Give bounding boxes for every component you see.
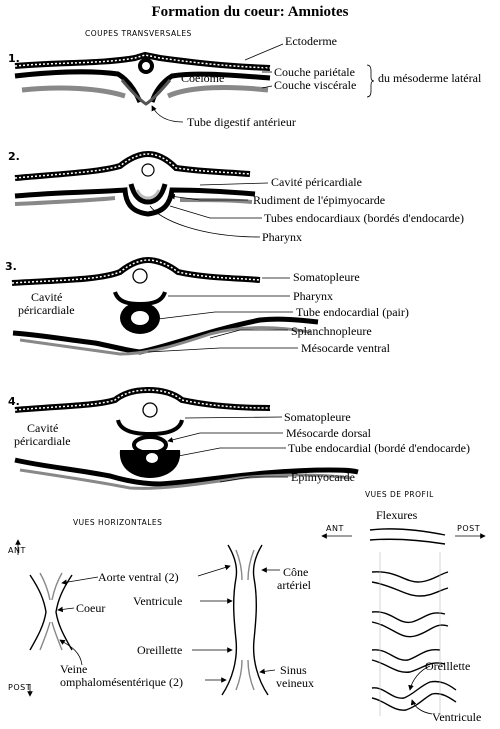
- label-aorte-ventral: Aorte ventral (2): [98, 570, 179, 584]
- label-tube-digestif: Tube digestif antérieur: [187, 115, 296, 129]
- stage-4-section: [14, 386, 359, 490]
- label-coeur: Coeur: [76, 601, 106, 615]
- horizontal-heart-small: [29, 572, 73, 651]
- stage-number-4: 4.: [8, 395, 20, 408]
- label-cone-2: artériel: [277, 578, 311, 592]
- label-cavite-pericardiale-4b: péricardiale: [14, 434, 71, 448]
- section-heading-horizontal: VUES HORIZONTALES: [73, 518, 163, 527]
- label-tube-endocardial-pair: Tube endocardial (pair): [296, 305, 409, 319]
- label-rudiment-epimyocarde: Rudiment de l'épimyocarde: [253, 193, 386, 207]
- label-oreillette-horizontal: Oreillette: [137, 643, 183, 657]
- label-somatopleure-3: Somatopleure: [293, 270, 360, 284]
- label-pharynx-2: Pharynx: [262, 230, 302, 244]
- label-mesocarde-dorsal: Mésocarde dorsal: [286, 426, 371, 440]
- label-cavite-pericardiale-3b: péricardiale: [18, 303, 75, 317]
- horizontal-heart-large: [221, 544, 269, 696]
- label-somatopleure-4: Somatopleure: [284, 410, 351, 424]
- label-cavite-pericardiale-2: Cavité péricardiale: [271, 175, 362, 189]
- label-ventricule-horizontal: Ventricule: [133, 594, 183, 608]
- label-sinus-2: veineux: [276, 676, 314, 690]
- label-veine-1: Veine: [60, 662, 88, 676]
- label-pharynx-3: Pharynx: [293, 289, 333, 303]
- label-flexures: Flexures: [376, 508, 418, 522]
- label-couche-parietale: Couche pariétale: [274, 65, 355, 79]
- stage-number-1: 1.: [8, 52, 20, 65]
- label-oreillette-profil: Oreillette: [425, 659, 471, 673]
- label-post-left: POST: [8, 683, 32, 692]
- stage-1-section: [14, 51, 271, 106]
- stage-number-2: 2.: [8, 150, 20, 163]
- label-couche-viscerale: Couche viscérale: [274, 78, 357, 92]
- profile-flexures: [369, 528, 457, 716]
- label-cavite-pericardiale-4a: Cavité: [27, 421, 59, 435]
- label-ventricule-profil: Ventricule: [432, 710, 482, 724]
- section-heading-profile: VUES DE PROFIL: [365, 490, 434, 499]
- label-cavite-pericardiale-3a: Cavité: [31, 290, 63, 304]
- figure-title: Formation du coeur: Amniotes: [151, 4, 349, 20]
- label-tube-endocardial-borde: Tube endocardial (bordé d'endocarde): [288, 441, 470, 455]
- label-sinus-1: Sinus: [280, 663, 307, 677]
- label-cone-1: Cône: [283, 565, 309, 579]
- stage-number-3: 3.: [5, 260, 17, 273]
- label-mesocarde-ventral: Mésocarde ventral: [301, 341, 390, 355]
- label-ant-right: ANT: [326, 524, 344, 533]
- label-epimyocarde: Épimyocarde: [291, 470, 355, 484]
- label-splanchnopleure: Splanchnopleure: [291, 324, 372, 338]
- label-coelome: Coelome: [181, 71, 225, 85]
- label-mesoderme-lateral: du mésoderme latéral: [378, 71, 482, 85]
- label-ectoderme: Ectoderme: [285, 34, 337, 48]
- section-heading-cross: COUPES TRANSVERSALES: [85, 29, 192, 38]
- label-post-right: POST: [457, 524, 481, 533]
- stage-3-section: [11, 256, 319, 356]
- label-veine-2: omphalomésentérique (2): [60, 675, 183, 689]
- label-ant-left: ANT: [8, 546, 26, 555]
- label-tubes-endocardiaux: Tubes endocardiaux (bordés d'endocarde): [264, 211, 464, 225]
- stage-2-section: [14, 150, 256, 217]
